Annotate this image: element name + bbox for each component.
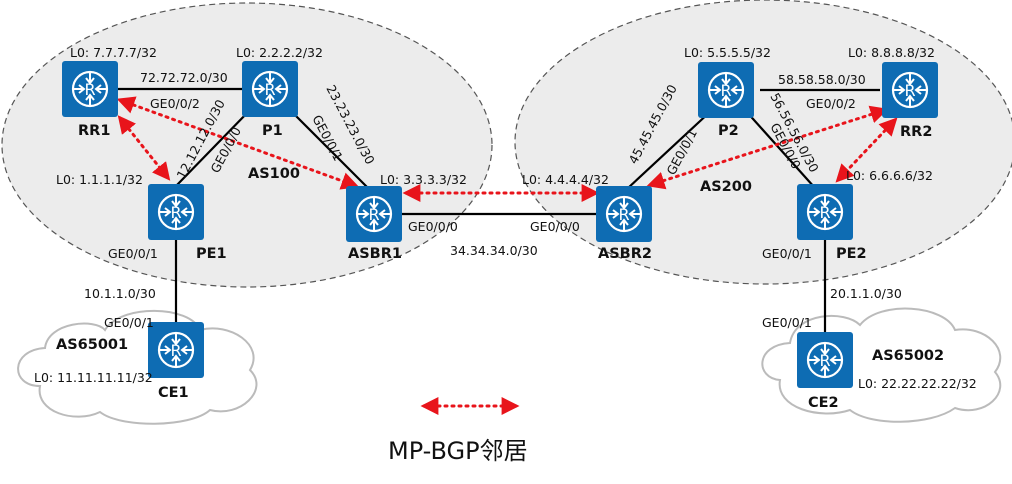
loopback-p2: L0: 5.5.5.5/32 <box>684 45 771 60</box>
router-icon-p2[interactable] <box>696 60 756 120</box>
router-icon-ce1[interactable] <box>146 320 206 380</box>
as65002-label: AS65002 <box>872 348 944 364</box>
router-name-pe1: PE1 <box>196 246 227 262</box>
loopback-asbr2: L0: 4.4.4.4/32 <box>522 172 609 187</box>
as65001-label: AS65001 <box>56 337 128 353</box>
loopback-ce1: L0: 11.11.11.11/32 <box>34 370 153 385</box>
subnet-pe1-ce1: 10.1.1.0/30 <box>84 286 156 301</box>
loopback-pe2: L0: 6.6.6.6/32 <box>846 168 933 183</box>
router-icon-p1[interactable] <box>240 59 300 119</box>
loopback-ce2: L0: 22.22.22.22/32 <box>858 376 977 391</box>
router-icon-rr2[interactable] <box>880 60 940 120</box>
subnet-p2-rr2: 58.58.58.0/30 <box>778 72 866 87</box>
bgp-sessions <box>116 96 898 415</box>
router-name-p1: P1 <box>262 123 283 139</box>
as100-label: AS100 <box>248 166 300 182</box>
router-icon-ce2[interactable] <box>795 330 855 390</box>
loopback-rr1: L0: 7.7.7.7/32 <box>70 45 157 60</box>
bgp-rr2-pe2 <box>835 117 898 183</box>
router-name-asbr1: ASBR1 <box>348 246 402 262</box>
as200-label: AS200 <box>700 179 752 195</box>
router-name-asbr2: ASBR2 <box>598 246 652 262</box>
router-name-rr2: RR2 <box>900 124 932 140</box>
interface-ce2-ge001: GE0/0/1 <box>762 315 812 330</box>
router-name-ce1: CE1 <box>158 385 189 401</box>
interface-pe1-ge001: GE0/0/1 <box>108 246 158 261</box>
subnet-asbr1-asbr2: 34.34.34.0/30 <box>450 243 538 258</box>
loopback-p1: L0: 2.2.2.2/32 <box>236 45 323 60</box>
bgp-rr1-asbr1 <box>116 96 360 190</box>
interface-p2-ge002: GE0/0/2 <box>806 96 856 111</box>
router-icon-asbr1[interactable] <box>344 184 404 244</box>
router-name-ce2: CE2 <box>808 395 839 411</box>
interface-rr1-ge002: GE0/0/2 <box>150 96 200 111</box>
router-name-pe2: PE2 <box>836 246 867 262</box>
subnet-rr1-p1: 72.72.72.0/30 <box>140 70 228 85</box>
loopback-pe1: L0: 1.1.1.1/32 <box>56 172 143 187</box>
router-name-p2: P2 <box>718 123 739 139</box>
loopback-asbr1: L0: 3.3.3.3/32 <box>380 172 467 187</box>
router-icon-asbr2[interactable] <box>594 184 654 244</box>
router-name-rr1: RR1 <box>78 123 110 139</box>
interface-asbr1-ge000: GE0/0/0 <box>408 219 458 234</box>
interface-pe2-ge001: GE0/0/1 <box>762 246 812 261</box>
subnet-pe2-ce2: 20.1.1.0/30 <box>830 286 902 301</box>
loopback-rr2: L0: 8.8.8.8/32 <box>848 45 935 60</box>
router-icon-rr1[interactable] <box>60 59 120 119</box>
router-icon-pe1[interactable] <box>146 182 206 242</box>
legend-label: MP-BGP邻居 <box>388 437 528 465</box>
interface-ce1-ge001: GE0/0/1 <box>104 315 154 330</box>
router-icon-pe2[interactable] <box>795 182 855 242</box>
as200-area <box>514 0 1012 285</box>
interface-asbr2-ge000: GE0/0/0 <box>530 219 580 234</box>
